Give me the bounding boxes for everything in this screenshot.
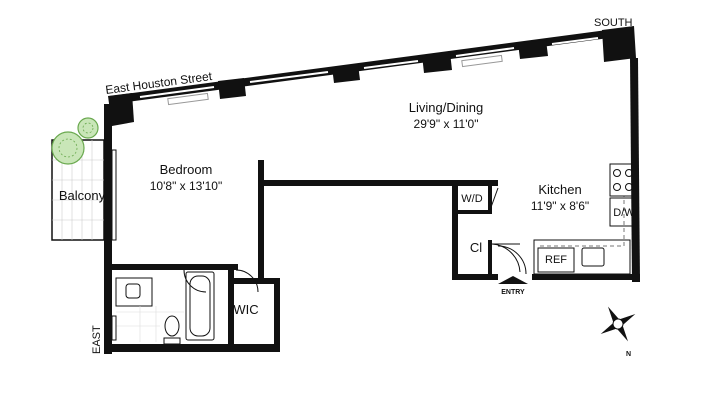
- radiator: [461, 54, 503, 68]
- kitchen-south-wall: [532, 274, 640, 280]
- window-sill: [249, 71, 329, 83]
- entry-arrow: [498, 276, 528, 284]
- window-pier: [422, 52, 452, 73]
- wic-east-wall: [274, 278, 280, 352]
- burner: [625, 183, 633, 191]
- burner: [625, 169, 633, 177]
- entry-door-swing: [497, 245, 527, 275]
- bedroom-name: Bedroom: [160, 162, 213, 177]
- plant-icon: [51, 131, 85, 165]
- north-wall: [110, 28, 624, 104]
- entry-label: ENTRY: [501, 289, 525, 296]
- wic-north-wall: [234, 278, 280, 284]
- toilet-tank: [163, 337, 181, 345]
- wic-name: WIC: [233, 302, 258, 317]
- bedroom-wall-stub: [258, 240, 262, 284]
- window-pier: [218, 78, 246, 99]
- south-wall: [104, 344, 280, 352]
- refrigerator-box: [537, 247, 575, 273]
- dishwasher-box: [609, 197, 637, 227]
- window-pier: [332, 64, 360, 83]
- bath-window: [111, 315, 117, 341]
- balcony-name: Balcony: [59, 188, 106, 203]
- interior-wall: [488, 240, 492, 280]
- radiator: [167, 92, 209, 106]
- bathtub-inner: [189, 275, 211, 337]
- burner: [613, 183, 621, 191]
- compass-north-label: N: [626, 351, 631, 358]
- counter-dash: [540, 196, 625, 247]
- window-sill: [551, 37, 599, 45]
- kitchen-name: Kitchen: [538, 182, 581, 197]
- interior-wall: [488, 186, 492, 210]
- living-room-size: 29'9" x 11'0": [414, 117, 479, 131]
- compass-icon: [600, 306, 636, 342]
- closet-door-swing: [491, 243, 521, 273]
- toilet: [164, 315, 180, 337]
- interior-wall: [452, 180, 498, 186]
- window-pier: [108, 93, 134, 126]
- interior-wall: [258, 160, 264, 284]
- refrigerator-name: REF: [545, 254, 567, 266]
- bath-door-swing: [183, 269, 207, 293]
- bath-north-wall: [104, 264, 238, 270]
- burner: [613, 169, 621, 177]
- vanity-sink: [125, 283, 141, 299]
- dishwasher-name: D/W: [613, 207, 635, 219]
- interior-wall: [452, 210, 492, 214]
- bath-wic-wall: [228, 264, 234, 344]
- west-wall: [104, 104, 112, 354]
- vanity: [115, 277, 153, 307]
- south-corner-column: [602, 26, 636, 62]
- kitchen-counter: [533, 239, 631, 275]
- window-sill: [139, 86, 215, 98]
- street-label-south: SOUTH: [594, 17, 633, 29]
- closet-name: Cl: [470, 240, 482, 255]
- bath-floor-tile: [116, 306, 184, 342]
- bedroom-size: 10'8" x 13'10": [150, 179, 223, 193]
- interior-wall: [452, 180, 458, 280]
- street-label-east: EAST: [91, 325, 103, 354]
- window-pier: [518, 40, 548, 59]
- sink: [581, 247, 605, 267]
- interior-wall: [452, 274, 498, 280]
- kitchen-size: 11'9" x 8'6": [531, 199, 589, 213]
- balcony-window: [111, 149, 117, 241]
- plant-icon: [77, 117, 99, 139]
- window-sill: [455, 47, 515, 57]
- washer-dryer-name: W/D: [461, 193, 482, 205]
- wic-door-swing: [235, 269, 259, 293]
- interior-wall: [258, 180, 458, 186]
- stove: [609, 163, 637, 197]
- window-sill: [363, 60, 419, 69]
- bathtub: [185, 271, 215, 341]
- wd-door: [489, 187, 499, 211]
- living-room-name: Living/Dining: [409, 100, 483, 115]
